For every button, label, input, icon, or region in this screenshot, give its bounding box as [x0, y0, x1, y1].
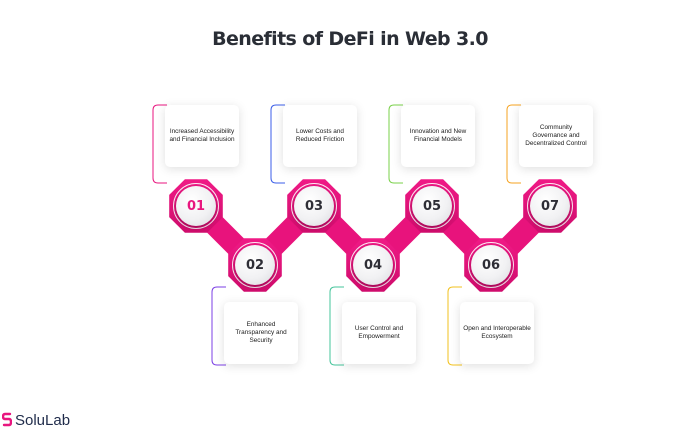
- benefit-card-02: Enhanced Transparency and Security: [224, 302, 298, 364]
- leader-line-01: [152, 104, 167, 184]
- badge-ring: [468, 242, 514, 288]
- step-number-01: 01: [176, 186, 216, 226]
- step-number-04: 04: [353, 245, 393, 285]
- badge-ring: [232, 242, 278, 288]
- brand-logo: SoluLab: [2, 410, 70, 430]
- badge-ring: [350, 242, 396, 288]
- leader-line-06: [447, 286, 462, 366]
- leader-line-07: [506, 104, 521, 184]
- page-title: Benefits of DeFi in Web 3.0: [212, 28, 488, 50]
- logo-text: SoluLab: [15, 411, 71, 429]
- step-number-05: 05: [412, 186, 452, 226]
- solulab-logo-icon: [2, 412, 12, 427]
- benefit-card-05: Innovation and New Financial Models: [401, 105, 475, 167]
- leader-line-05: [388, 104, 403, 184]
- badge-ring: [291, 183, 337, 229]
- benefit-card-04: User Control and Empowerment: [342, 302, 416, 364]
- benefit-card-06: Open and Interoperable Ecosystem: [460, 302, 534, 364]
- badge-ring: [409, 183, 455, 229]
- step-number-07: 07: [530, 186, 570, 226]
- badge-ring: [527, 183, 573, 229]
- step-number-06: 06: [471, 245, 511, 285]
- leader-lines: [152, 104, 521, 366]
- step-number-02: 02: [235, 245, 275, 285]
- benefit-card-01: Increased Accessibility and Financial In…: [165, 105, 239, 167]
- benefit-card-03: Lower Costs and Reduced Friction: [283, 105, 357, 167]
- step-number-03: 03: [294, 186, 334, 226]
- leader-line-03: [270, 104, 285, 184]
- leader-line-02: [211, 286, 226, 366]
- benefit-card-07: Community Governance and Decentralized C…: [519, 105, 593, 167]
- leader-line-04: [329, 286, 344, 366]
- badge-ring: [173, 183, 219, 229]
